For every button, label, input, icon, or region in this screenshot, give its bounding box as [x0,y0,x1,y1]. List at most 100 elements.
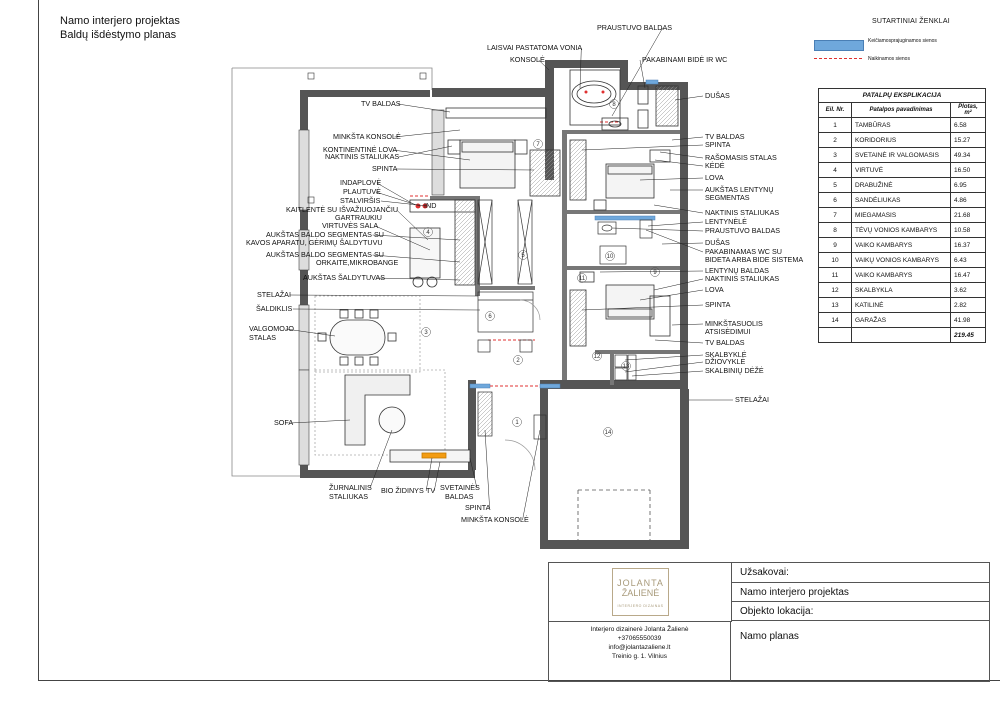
l-skalbykle-label: SKALBYKLĖ [705,350,747,359]
l-praustuvo-r-label: PRAUSTUVO BALDAS [705,226,780,235]
l-lentynu-baldas-label: LENTYNŲ BALDAS [705,266,769,275]
legend-removed-wall-swatch [814,58,862,61]
plan-name: Namo planas [740,630,799,642]
l-valgomojo-2-label: STALAS [249,333,276,342]
l-naktinis-r2-label: NAKTINIS STALIUKAS [705,274,779,283]
l-pakabinamas-wc-1-leader [645,229,704,253]
l-valgomojo-1-leader [285,328,336,337]
l-tv-baldas-r1-label: TV BALDAS [705,132,745,141]
room-number-6: 6 [488,314,492,320]
bed-11 [605,284,655,320]
kitchen-furniture [409,199,476,288]
room-number-circle [609,99,619,109]
l-stelazai-left-leader [289,294,479,297]
leader-lines [285,27,733,521]
bidet-wc [637,85,649,105]
l-minkstasuolis-1-leader [671,323,704,326]
col-area-header: Plotas, m² [950,102,986,118]
l-tv-baldas-r1-leader [671,136,704,141]
freestanding-bathtub [571,80,617,108]
logo-line-1: JOLANTA [617,578,664,588]
l-pakabinami-bide-leader [639,59,646,89]
legend-removed-wall-label: Naikinamos sienos [868,56,910,62]
l-aukstas-lentynu-2-label: SEGMENTAS [705,193,750,202]
l-skalbiniu-label: SKALBINIŲ DĖŽĖ [705,366,764,375]
l-spinta-bottom-label: SPINTA [465,503,491,512]
grid-markers [307,72,427,204]
title-line-1: Namo interjero projektas [60,15,180,27]
l-lentynele-label: LENTYNĖLĖ [705,217,747,226]
room-number-4: 4 [426,230,430,236]
new-walls [469,79,659,389]
l-virtuves-sala-label: VIRTUVĖS SALA [322,221,378,230]
room-number-circle [592,351,602,361]
l-lova-1-leader [639,177,704,181]
contact-name: Interjero dizainerė Jolanta Žalienė [590,626,689,633]
terrace-outline [231,67,433,477]
l-sofa-leader [290,419,351,424]
l-aukstas-baldo-1-leader [372,234,461,241]
l-kaitlente-label: KAITLENTĖ SU IŠVAŽIUOJANČIU [286,205,398,214]
l-naktinis-r1-label: NAKTINIS STALIUKAS [705,208,779,217]
l-tv-baldas-left-leader [397,103,451,113]
l-bio-zidinys-label: BIO ŽIDINYS [381,486,424,495]
l-praustuvo-baldas-leader [611,27,663,117]
contact-phone: +37065550039 [617,635,662,642]
l-praustuvo-baldas-label: PRAUSTUVO BALDAS [597,23,672,32]
title-line-2: Baldų išdėstymo planas [60,29,177,41]
l-minkstasuolis-2-label: ATSISĖDIMUI [705,327,750,336]
location-label: Objekto lokacija: [732,602,989,621]
room-number-circle [533,139,543,149]
room-number-12: 12 [594,354,601,360]
room-number-1: 1 [515,420,519,426]
l-stalvirsis-leader [380,200,429,207]
window-glazing [298,109,445,466]
l-virtuves-sala-leader [375,225,431,251]
sofa-shape [344,374,411,446]
room-number-circle [605,251,615,261]
room-number-circle [650,267,660,277]
l-tv-baldas-left-label: TV BALDAS [361,99,401,108]
washbasin-unit [601,117,629,131]
annotation-labels: PRAUSTUVO BALDAS LAISVAI PASTATOMA VONIA K… [246,23,803,524]
l-laisvai-vonia-label: LAISVAI PASTATOMA VONIA [487,43,582,52]
total-area: 219.45 [950,327,986,343]
room-number-9: 9 [653,270,657,276]
l-indaplove-leader [376,182,416,206]
l-zurnalinis-1-leader [369,429,393,489]
l-spinta-1-leader [396,168,535,171]
l-aukstas-baldo-2-label: AUKŠTAS BALDO SEGMENTAS SU [266,250,384,259]
l-dusas1-label: DUŠAS [705,91,730,100]
l-indaplove-label: INDAPLOVĖ [340,178,381,187]
l-skalbykle-leader [624,354,704,361]
l-dziovykle-leader [624,361,704,373]
living-area [314,369,471,463]
l-gartraukiu-label: GARTRAUKIU [335,213,382,222]
l-zurnalinis-1-label: ŽURNALINIS [329,483,372,492]
l-stalvirsis-label: STALVIRŠIS [340,196,381,205]
l-spinta-r2-leader [581,304,704,311]
room-number-circle [518,250,528,260]
l-zurnalinis-2-label: STALIUKAS [329,492,368,501]
master-bath-fixtures [569,69,679,131]
continental-bed [459,139,516,189]
kitchen-island [409,227,441,279]
l-konsole-top-leader [538,59,550,71]
legend-heading: SUTARTINIAI ŽENKLAI [872,18,950,25]
room-number-5: 5 [521,253,525,259]
room-number-2: 2 [516,358,520,364]
l-svetaines-1-leader [469,457,478,489]
l-naktinis-staliukas-1-label: NAKTINIS STALIUKAS [325,152,399,161]
l-aukstas-lentynu-1-label: AUKŠTAS LENTYNŲ [705,185,774,194]
l-konsole-top-label: KONSOLĖ [510,55,545,64]
laundry-fixtures [614,354,637,381]
shower [655,85,679,127]
room-explication-table: PATALPŲ EKSPLIKACIJA Eil. Nr. Patalpos p… [818,88,986,343]
l-rasomasis-leader [659,151,704,159]
room-number-circle [423,227,433,237]
l-spinta-r1-leader [581,144,704,151]
